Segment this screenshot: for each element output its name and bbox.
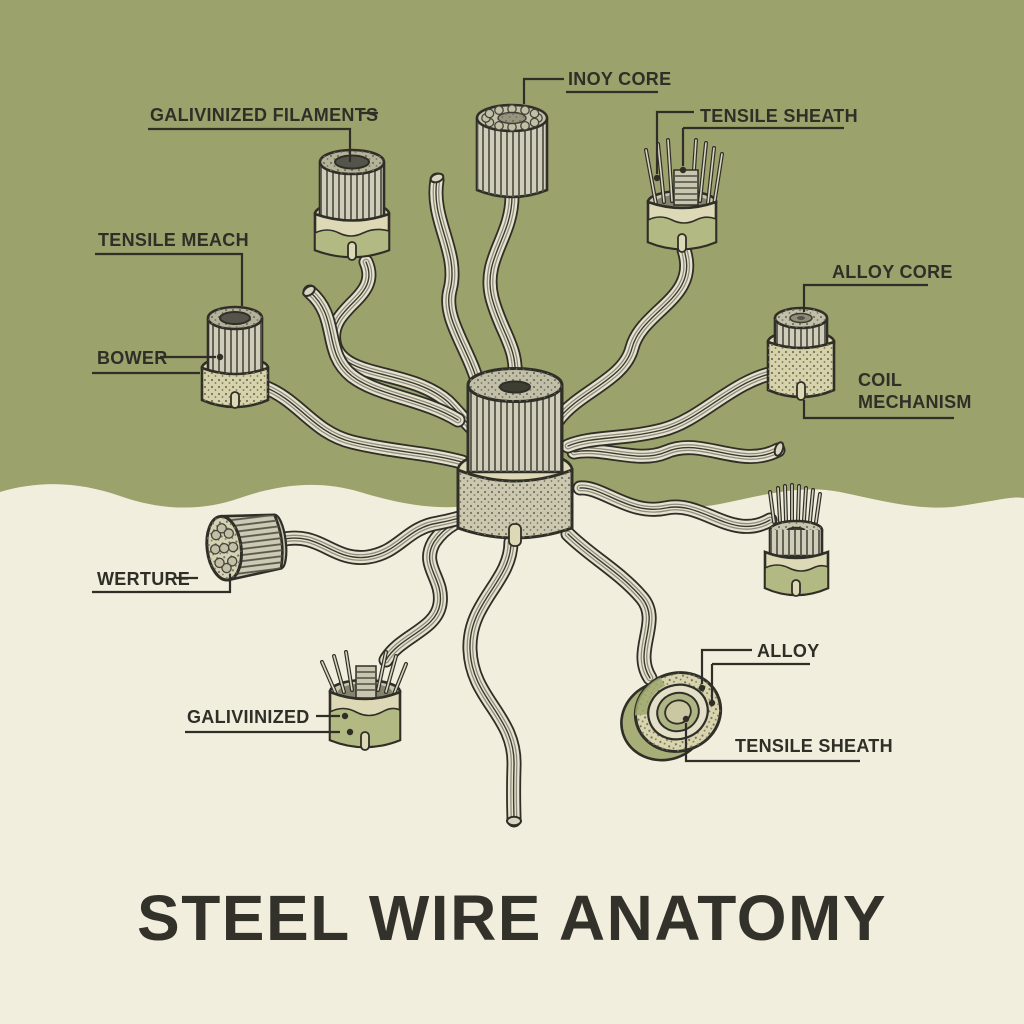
strand-face xyxy=(209,523,239,574)
label-text: TENSILE SHEATH xyxy=(700,106,858,126)
wire xyxy=(302,284,458,420)
label-alloy-core: ALLOY CORE xyxy=(802,262,953,312)
segment-tensile-meach xyxy=(200,305,270,409)
segment-tensile-sheath-top xyxy=(644,138,724,253)
sheath-spikes xyxy=(320,650,408,696)
segment-werture xyxy=(205,513,288,582)
label-text: TENSILE MEACH xyxy=(98,230,249,250)
wire-bundle-strands xyxy=(262,172,785,825)
label-text: TENSILE SHEATH xyxy=(735,736,893,756)
wire-cut-end xyxy=(773,441,785,457)
wire-cut-end xyxy=(429,172,445,184)
segment-crown-unlabeled xyxy=(763,483,830,597)
label-werture: WERTURE xyxy=(92,569,232,594)
wire-cut-end xyxy=(506,815,522,827)
label-text: COIL xyxy=(858,370,902,390)
label-text: INOY CORE xyxy=(568,69,671,89)
label-tensile-meach: TENSILE MEACH xyxy=(95,230,249,306)
wire-cut-end xyxy=(302,285,316,297)
wire xyxy=(430,172,480,392)
label-tensile-sheath-bottom: TENSILE SHEATH xyxy=(682,715,893,763)
coil-core xyxy=(355,665,377,699)
coil-core xyxy=(673,169,699,206)
label-bower: BOWER xyxy=(92,348,224,375)
label-alloy: ALLOY xyxy=(698,641,820,707)
segment-galivinized-filaments xyxy=(313,148,391,261)
wire xyxy=(470,542,522,827)
label-tensile-sheath-top: TENSILE SHEATH xyxy=(653,106,858,182)
segment-alloy-core xyxy=(766,306,836,401)
label-text: GALIVIINIZED xyxy=(187,707,310,727)
page-title: STEEL WIRE ANATOMY xyxy=(137,882,887,954)
label-text: ALLOY CORE xyxy=(832,262,953,282)
segment-inoy-core xyxy=(475,103,549,199)
label-galivinized-filaments: GALIVINIZED FILAMENTS xyxy=(148,105,378,162)
label-text: BOWER xyxy=(97,348,168,368)
label-galiviinized: GALIVIINIZED xyxy=(185,707,354,736)
sheath-spikes xyxy=(768,483,822,524)
label-inoy-core: INOY CORE xyxy=(522,69,671,104)
wire xyxy=(574,441,785,457)
central-wire-hub xyxy=(456,367,574,547)
label-text: WERTURE xyxy=(97,569,190,589)
segment-galiviinized-cup xyxy=(320,650,408,751)
label-text: MECHANISM xyxy=(858,392,972,412)
labels: GALIVINIZED FILAMENTS INOY CORE TENSILE … xyxy=(92,69,972,763)
label-coil-mechanism: COIL MECHANISM xyxy=(802,370,972,420)
label-text: GALIVINIZED FILAMENTS xyxy=(150,105,378,125)
strand-ring xyxy=(481,104,543,132)
label-text: ALLOY xyxy=(757,641,820,661)
hub-core-hole xyxy=(499,380,531,394)
